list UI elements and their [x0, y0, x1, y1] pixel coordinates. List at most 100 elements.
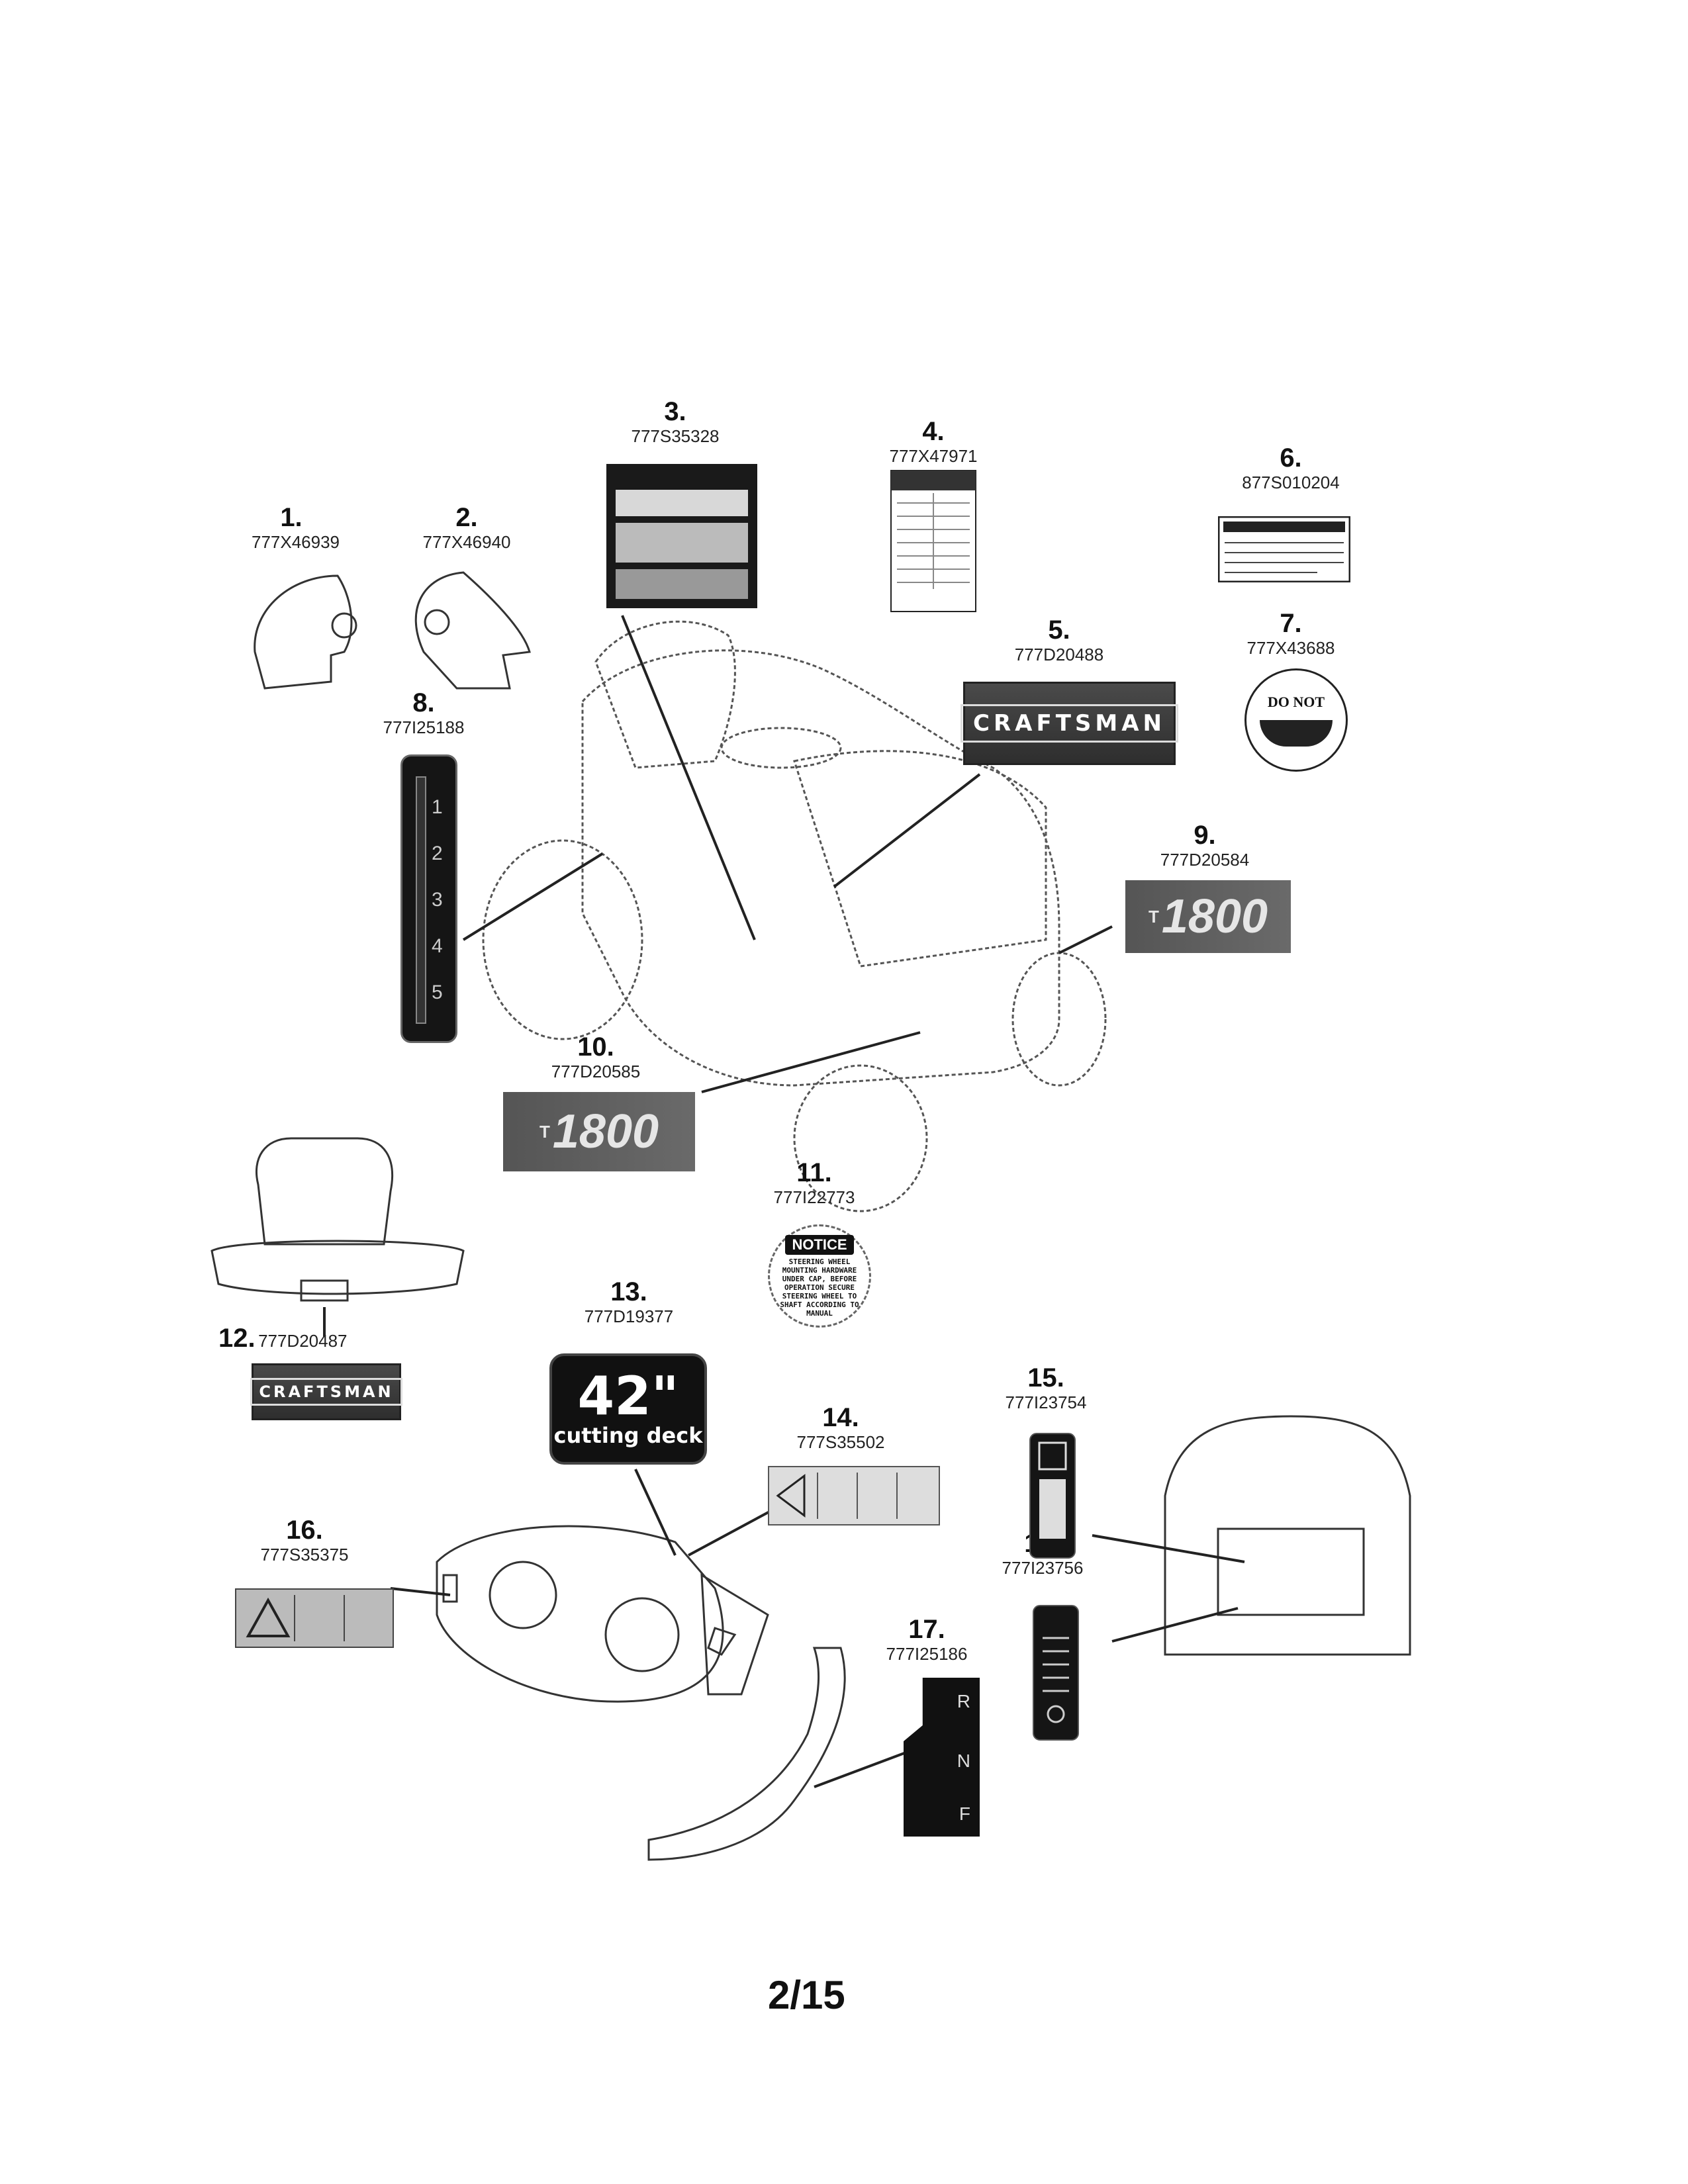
callout-2: 2. 777X46940 — [417, 503, 516, 552]
callout-13: 13. 777D19377 — [576, 1277, 682, 1326]
rear-wheel — [482, 839, 643, 1040]
model-super: T — [1148, 906, 1159, 927]
part-number: 777D20487 — [258, 1331, 348, 1351]
steering-wheel — [720, 727, 842, 769]
gear-mark-f: F — [959, 1803, 970, 1824]
callout-number: 2. — [455, 503, 478, 532]
callout-number: 15. — [1027, 1363, 1064, 1392]
safety-label-decal — [606, 464, 757, 608]
callout-number: 9. — [1194, 821, 1216, 850]
height-mark-1: 1 — [432, 796, 443, 818]
speed-lever-decal — [1029, 1433, 1076, 1559]
callout-12: 12. 777D20487 — [218, 1324, 391, 1353]
part-number: 777I25188 — [383, 717, 465, 737]
callout-number: 10. — [577, 1032, 614, 1062]
fender-left-icon — [254, 574, 353, 690]
model-text: 1800 — [1161, 890, 1268, 943]
callout-11: 11. 777I22773 — [761, 1158, 867, 1207]
callout-10: 10. 777D20585 — [543, 1032, 649, 1081]
brand-text: CRAFTSMAN — [961, 704, 1178, 743]
callout-6: 6. 877S010204 — [1231, 443, 1350, 492]
part-number: 777S35502 — [796, 1432, 885, 1452]
page-number: 2/15 — [768, 1973, 845, 2017]
callout-number: 3. — [664, 397, 686, 426]
height-scale-bar — [416, 776, 426, 1024]
callout-number: 14. — [822, 1403, 859, 1432]
model-decal-side: T 1800 — [503, 1092, 695, 1171]
callout-number: 1. — [280, 503, 303, 532]
throttle-decal — [1033, 1605, 1079, 1741]
part-number: 777X46939 — [252, 532, 340, 552]
warning-triangle-icon — [246, 1597, 291, 1637]
deck-size: 42" — [577, 1365, 679, 1427]
part-number: 777X47971 — [889, 446, 978, 466]
part-number: 777S35328 — [631, 426, 720, 446]
part-number: 777I23754 — [1005, 1392, 1087, 1412]
tractor-hood — [793, 750, 1047, 968]
part-number: 777D20585 — [551, 1062, 641, 1081]
part-number: 777X46940 — [422, 532, 511, 552]
notice-heading: NOTICE — [785, 1234, 854, 1255]
cutting-height-decal: 1 2 3 4 5 — [400, 754, 457, 1043]
part-number: 777D20488 — [1014, 645, 1104, 664]
callout-8: 8. 777I25188 — [371, 688, 477, 737]
deck-caution-decal — [235, 1588, 394, 1648]
part-number: 777I23756 — [1002, 1558, 1084, 1578]
steering-notice-decal: NOTICE STEERING WHEEL MOUNTING HARDWARE … — [768, 1224, 871, 1328]
callout-number: 17. — [908, 1615, 945, 1644]
craftsman-decal-seat: CRAFTSMAN — [250, 1363, 402, 1420]
emissions-label-decal — [1218, 516, 1350, 582]
gear-mark-n: N — [957, 1751, 970, 1771]
mower-deck — [436, 1525, 724, 1703]
part-number: 777I22773 — [773, 1187, 855, 1207]
fuel-pump-icon — [1260, 720, 1333, 747]
callout-number: 6. — [1280, 443, 1302, 473]
callout-15: 15. 777I23754 — [993, 1363, 1099, 1412]
callout-number: 11. — [796, 1158, 832, 1187]
fuel-notice-decal: DO NOT — [1244, 668, 1348, 772]
leader-arrows — [323, 615, 1245, 1788]
fender-right-icon — [414, 571, 531, 690]
callout-4: 4. 777X47971 — [880, 417, 986, 466]
callout-5: 5. 777D20488 — [1006, 615, 1112, 664]
part-number: 777D20584 — [1160, 850, 1250, 870]
seat-assembly — [255, 1137, 394, 1246]
tractor-seat — [594, 620, 736, 769]
part-number: 777X43688 — [1246, 638, 1335, 658]
callout-17: 17. 777I25186 — [874, 1615, 980, 1664]
callout-number: 12. — [218, 1324, 256, 1353]
height-mark-4: 4 — [432, 935, 443, 957]
callout-number: 7. — [1280, 609, 1302, 638]
callout-16: 16. 777S35375 — [252, 1516, 357, 1565]
part-number: 777S35375 — [260, 1545, 349, 1565]
brand-text: CRAFTSMAN — [250, 1378, 402, 1406]
callout-9: 9. 777D20584 — [1152, 821, 1258, 870]
callout-number: 16. — [286, 1516, 323, 1545]
part-number: 777D19377 — [584, 1306, 674, 1326]
callout-number: 4. — [922, 417, 945, 446]
callout-1: 1. 777X46939 — [252, 503, 340, 552]
model-super: T — [539, 1121, 550, 1142]
data-table-decal — [890, 470, 976, 612]
callout-number: 13. — [610, 1277, 647, 1306]
part-number: 877S010204 — [1242, 473, 1340, 492]
gear-mark-r: R — [957, 1691, 970, 1711]
part-number: 777I25186 — [886, 1644, 968, 1664]
model-text: 1800 — [552, 1105, 659, 1158]
deck-warning-decal — [768, 1466, 940, 1525]
callout-number: 8. — [412, 688, 435, 717]
height-mark-5: 5 — [432, 981, 443, 1003]
do-not-text: DO NOT — [1267, 694, 1325, 710]
cutting-deck-decal: 42" cutting deck — [549, 1353, 707, 1465]
callout-7: 7. 777X43688 — [1238, 609, 1344, 658]
model-decal-front: T 1800 — [1125, 880, 1291, 953]
callout-14: 14. 777S35502 — [788, 1403, 894, 1452]
height-mark-2: 2 — [432, 842, 443, 864]
deck-text: cutting deck — [553, 1423, 703, 1448]
warning-triangle-icon — [776, 1474, 806, 1518]
callout-3: 3. 777S35328 — [622, 397, 728, 446]
notice-body: STEERING WHEEL MOUNTING HARDWARE UNDER C… — [780, 1257, 859, 1318]
foot-pedal — [647, 1647, 846, 1861]
rear-panel — [1164, 1415, 1411, 1656]
